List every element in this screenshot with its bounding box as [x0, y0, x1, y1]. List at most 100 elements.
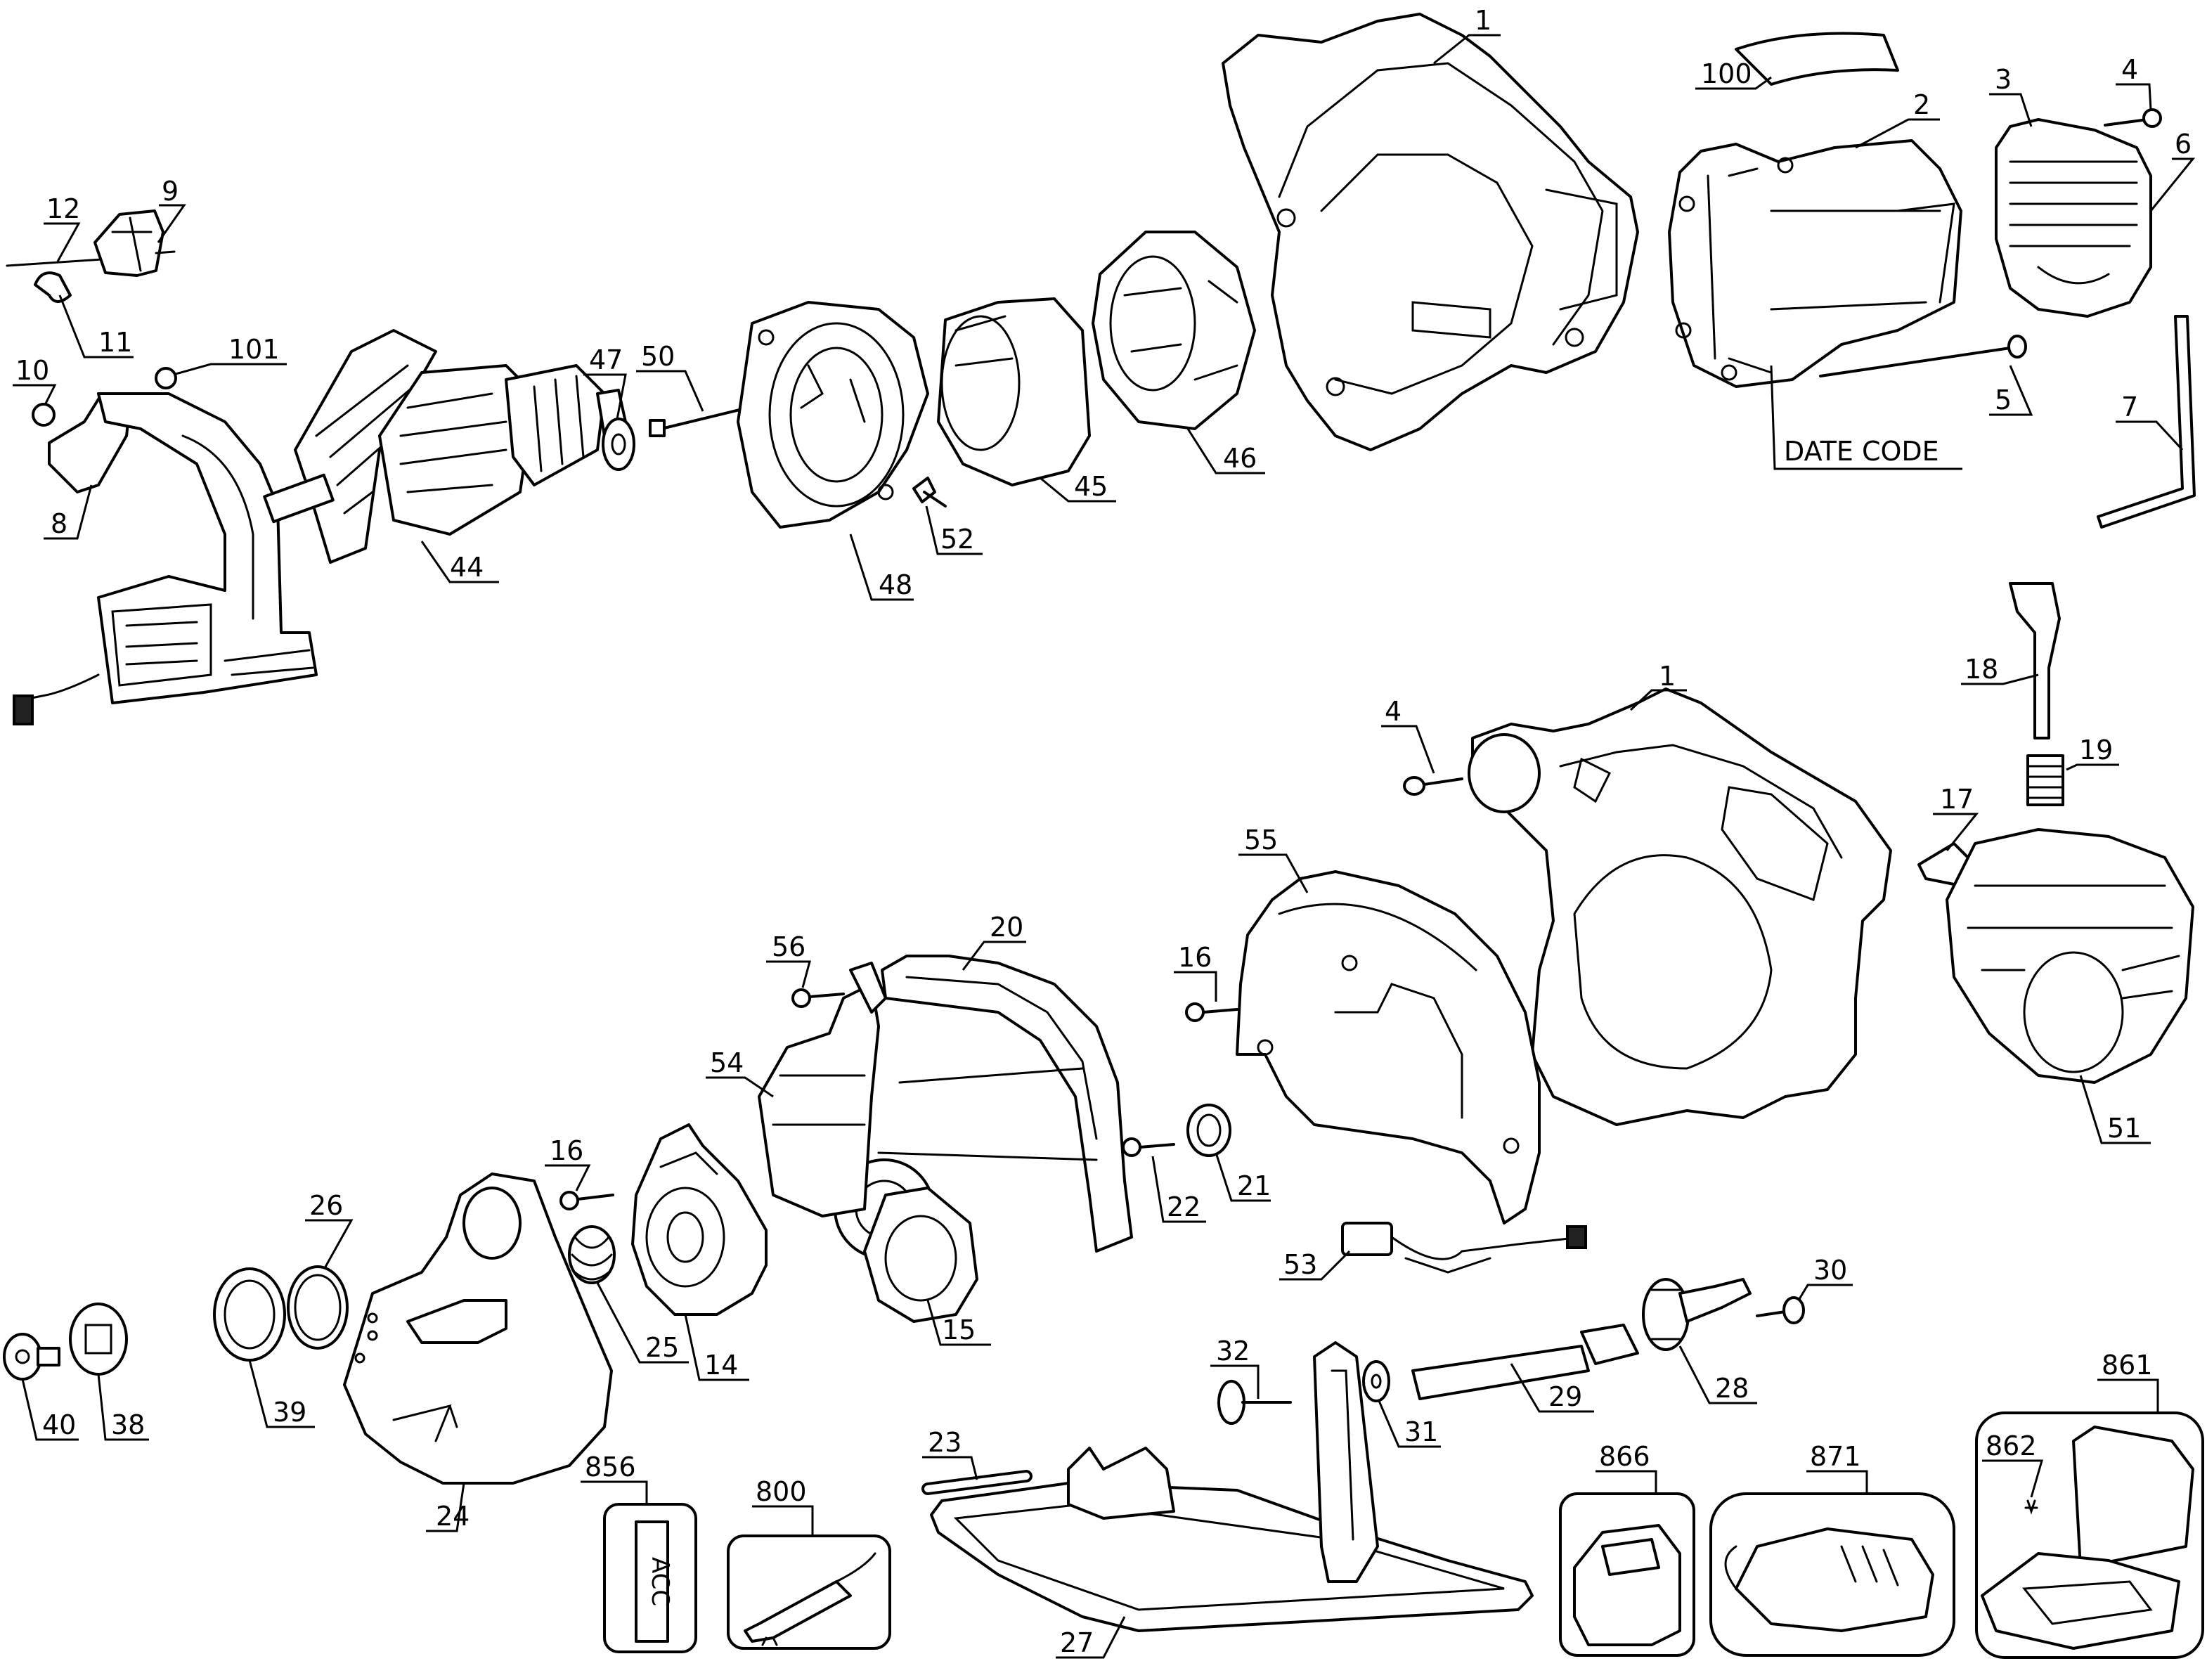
part-11-spring: 11	[34, 271, 134, 358]
date-code-label: DATE CODE	[1784, 436, 1939, 467]
callout-3: 3	[1995, 64, 2012, 95]
part-16-screw-mid: 16	[1174, 942, 1238, 1022]
callout-47: 47	[589, 344, 623, 375]
part-861-case: 861 862	[1975, 1350, 2204, 1659]
part-25-spring: 25	[568, 1225, 689, 1364]
part-54-guard-lever: 54	[706, 962, 887, 1217]
part-53-wiring: 53	[1279, 1222, 1587, 1281]
part-871-charger: 871	[1709, 1441, 1955, 1657]
callout-18: 18	[1965, 654, 1998, 685]
part-20-upper-guard: 20	[834, 912, 1133, 1260]
callout-101: 101	[228, 334, 280, 365]
callout-27: 27	[1060, 1627, 1094, 1658]
part-6-callout: 6	[2149, 129, 2196, 212]
part-21-bushing: 21	[1186, 1104, 1271, 1202]
callout-7: 7	[2121, 392, 2138, 422]
part-56-screw: 56	[766, 931, 845, 1008]
callout-871: 871	[1810, 1441, 1861, 1472]
callout-22: 22	[1167, 1191, 1200, 1222]
part-1-housing-right: 1	[1468, 661, 1892, 1126]
part-800-tool: 800	[727, 1476, 891, 1650]
callout-1-mid: 1	[1659, 661, 1676, 692]
callout-51: 51	[2107, 1113, 2141, 1144]
part-27-base: 27	[930, 1341, 1534, 1659]
callout-16-mid: 16	[1178, 942, 1212, 973]
callout-862: 862	[1986, 1430, 2037, 1461]
part-4-screw-mid: 4	[1381, 696, 1463, 796]
part-30-screw: 30	[1756, 1255, 1853, 1324]
part-8-switch-assembly: 8	[13, 392, 318, 725]
callout-6: 6	[2175, 129, 2192, 160]
callout-46: 46	[1223, 443, 1257, 474]
callout-8: 8	[51, 508, 67, 539]
callout-55: 55	[1244, 825, 1278, 855]
part-2-motor-housing: 2	[1668, 89, 1962, 388]
callout-45: 45	[1074, 471, 1108, 502]
part-29-shaft: 29	[1411, 1324, 1639, 1413]
callout-29: 29	[1548, 1381, 1582, 1412]
callout-28: 28	[1715, 1373, 1749, 1404]
part-50-bolt: 50	[636, 341, 764, 437]
part-856-label: ACC 856	[581, 1452, 697, 1653]
part-46-brush-plate: 46	[1092, 231, 1265, 474]
part-23-pin: 23	[921, 1427, 1033, 1495]
callout-856: 856	[585, 1452, 636, 1482]
callout-26: 26	[309, 1190, 343, 1221]
callout-10: 10	[15, 355, 49, 386]
part-19-spring: 19	[2026, 735, 2119, 806]
callout-31: 31	[1404, 1416, 1438, 1447]
callout-50: 50	[641, 341, 675, 372]
callout-38: 38	[111, 1409, 145, 1440]
callout-11: 11	[98, 327, 132, 358]
callout-4-mid: 4	[1385, 696, 1402, 727]
part-1-housing-left: 1	[1222, 5, 1639, 451]
callout-2: 2	[1913, 89, 1930, 120]
callout-44: 44	[450, 552, 484, 583]
callout-861: 861	[2102, 1350, 2153, 1381]
callout-48: 48	[879, 569, 912, 600]
part-18-latch: 18	[1961, 582, 2061, 739]
callout-17: 17	[1940, 784, 1974, 815]
callout-20: 20	[990, 912, 1023, 943]
part-12-pin: 12	[6, 193, 114, 267]
part-3-end-cap: 3	[1989, 64, 2152, 318]
part-5-bolt: 5	[1819, 335, 2033, 416]
part-31-washer: 31	[1362, 1360, 1441, 1448]
callout-54: 54	[710, 1047, 744, 1078]
part-47-washer: 47	[583, 344, 635, 471]
part-28-lever: 28	[1642, 1278, 1757, 1404]
part-4-screw-top: 4	[2104, 54, 2162, 128]
callout-25: 25	[645, 1332, 679, 1363]
part-7-hex-key: 7	[2097, 315, 2196, 529]
callout-39: 39	[273, 1397, 306, 1428]
part-45-field-housing: 45	[937, 297, 1116, 503]
part-55-inner-guard: 55	[1236, 825, 1541, 1225]
callout-56: 56	[772, 931, 805, 962]
part-22-screw: 22	[1122, 1137, 1206, 1223]
part-15-gasket: 15	[863, 1187, 991, 1346]
callout-30: 30	[1813, 1255, 1847, 1286]
part-32-pin: 32	[1210, 1336, 1292, 1425]
part-100-label: 100	[1695, 32, 1899, 90]
callout-4-top: 4	[2121, 54, 2138, 85]
part-44-armature: 44	[263, 329, 627, 583]
callout-21: 21	[1237, 1170, 1271, 1201]
part-24-lower-guard: 24	[343, 1172, 613, 1532]
part-51-battery-housing: 51	[1946, 828, 2194, 1144]
callout-12: 12	[46, 193, 80, 224]
part-10-screw: 10	[13, 355, 57, 427]
callout-100: 100	[1701, 58, 1752, 89]
callout-5: 5	[1995, 385, 2012, 415]
part-39-flange: 39	[213, 1267, 315, 1428]
part-48-end-bell: 48	[737, 301, 929, 601]
callout-15: 15	[942, 1314, 976, 1345]
part-9-brush-holder: 9	[93, 176, 186, 277]
part-14-gear-housing: 14	[631, 1123, 768, 1381]
part-866-battery: 866	[1559, 1441, 1695, 1657]
callout-16-low: 16	[550, 1135, 583, 1166]
date-code-marker: DATE CODE	[1770, 365, 1962, 470]
callout-32: 32	[1216, 1336, 1250, 1366]
callout-19: 19	[2079, 735, 2113, 765]
part-16-screw-low: 16	[545, 1135, 614, 1210]
